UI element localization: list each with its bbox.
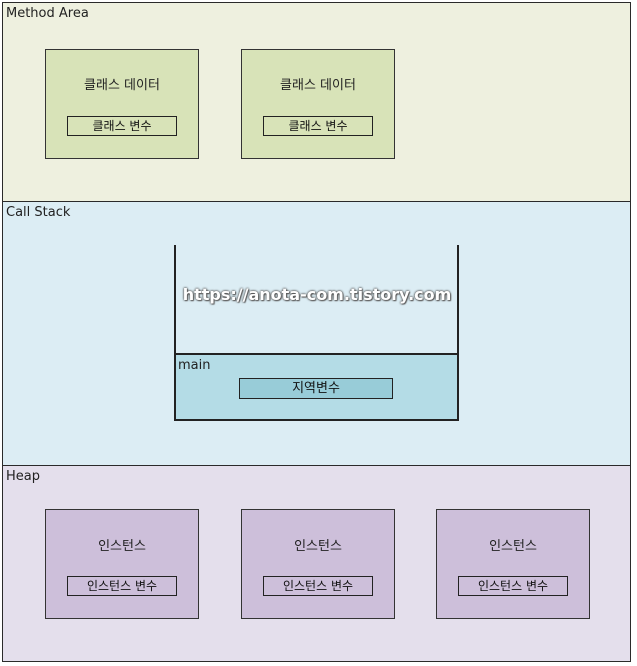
instance-box: 인스턴스 인스턴스 변수 xyxy=(45,509,199,619)
class-data-title: 클래스 데이터 xyxy=(280,78,356,93)
instance-variable-box: 인스턴스 변수 xyxy=(67,576,177,596)
call-stack-section: Call Stack xyxy=(2,201,631,466)
instance-box: 인스턴스 인스턴스 변수 xyxy=(241,509,395,619)
method-area-section: Method Area 클래스 데이터 클래스 변수 클래스 데이터 클래스 변… xyxy=(2,2,631,202)
class-data-box: 클래스 데이터 클래스 변수 xyxy=(241,49,395,159)
stack-bottom-wall xyxy=(174,419,459,421)
heap-title: Heap xyxy=(6,469,40,484)
class-variable-box: 클래스 변수 xyxy=(263,116,373,136)
instance-variable-box: 인스턴스 변수 xyxy=(458,576,568,596)
class-variable-box: 클래스 변수 xyxy=(67,116,177,136)
heap-section: Heap 인스턴스 인스턴스 변수 인스턴스 인스턴스 변수 인스턴스 인스턴스… xyxy=(2,465,631,662)
local-variable-box: 지역변수 xyxy=(239,378,393,399)
instance-title: 인스턴스 xyxy=(489,539,537,554)
class-data-title: 클래스 데이터 xyxy=(84,78,160,93)
class-data-box: 클래스 데이터 클래스 변수 xyxy=(45,49,199,159)
stack-frame-label: main xyxy=(178,358,211,373)
watermark-text: https://anota-com.tistory.com xyxy=(182,285,452,304)
call-stack-title: Call Stack xyxy=(6,205,71,220)
stack-right-wall xyxy=(457,245,459,421)
stack-left-wall xyxy=(174,245,176,421)
instance-title: 인스턴스 xyxy=(98,539,146,554)
instance-title: 인스턴스 xyxy=(294,539,342,554)
instance-box: 인스턴스 인스턴스 변수 xyxy=(436,509,590,619)
instance-variable-box: 인스턴스 변수 xyxy=(263,576,373,596)
method-area-title: Method Area xyxy=(6,6,89,21)
stack-frame-main: main 지역변수 xyxy=(176,353,457,419)
